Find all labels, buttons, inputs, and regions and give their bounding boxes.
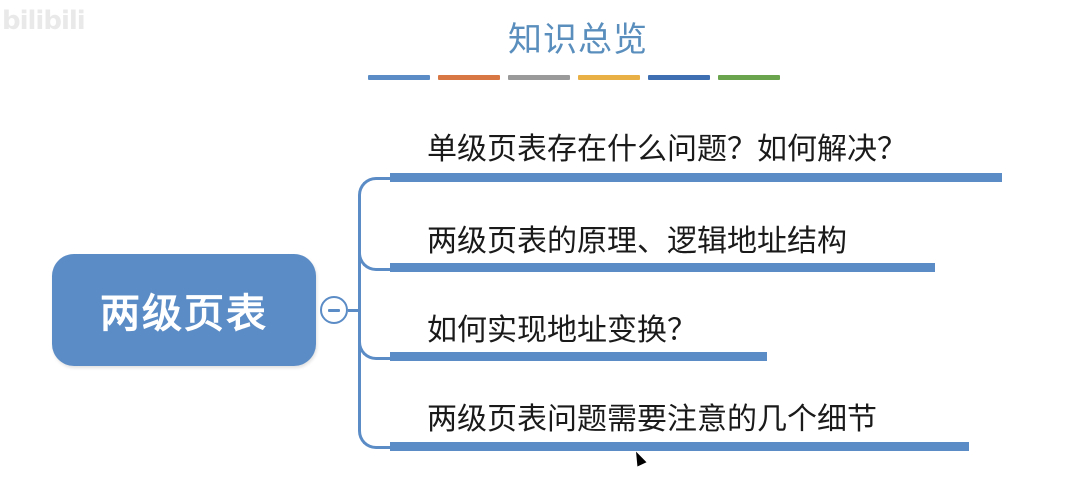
branch-curve-3 <box>358 340 392 360</box>
connector-line <box>348 309 360 312</box>
branch-curve-2 <box>358 251 392 271</box>
color-strip-segment-3 <box>508 75 570 80</box>
color-strip-segment-5 <box>648 75 710 80</box>
color-strip <box>368 75 780 80</box>
branch-4-label[interactable]: 两级页表问题需要注意的几个细节 <box>427 402 877 437</box>
color-strip-segment-2 <box>438 75 500 80</box>
page-title: 知识总览 <box>508 20 648 60</box>
branch-4-underline <box>390 442 969 451</box>
color-strip-segment-4 <box>578 75 640 80</box>
branch-1-underline <box>390 173 1002 182</box>
central-topic-node[interactable]: 两级页表 <box>52 254 316 366</box>
bilibili-watermark: bilibili <box>2 6 86 36</box>
minus-glyph <box>328 308 340 312</box>
mouse-cursor-icon <box>631 449 647 467</box>
central-topic-label: 两级页表 <box>100 291 268 337</box>
branch-connector-bottom <box>358 309 392 449</box>
color-strip-segment-1 <box>368 75 430 80</box>
branch-3-underline <box>390 352 767 361</box>
branch-2-underline <box>390 263 935 272</box>
branch-connector-top <box>358 177 392 312</box>
branch-2-label[interactable]: 两级页表的原理、逻辑地址结构 <box>427 224 847 259</box>
color-strip-segment-6 <box>718 75 780 80</box>
branch-3-label[interactable]: 如何实现地址变换？ <box>427 313 697 348</box>
minus-circle-icon[interactable] <box>320 296 348 324</box>
branch-1-label[interactable]: 单级页表存在什么问题？如何解决？ <box>427 132 907 167</box>
